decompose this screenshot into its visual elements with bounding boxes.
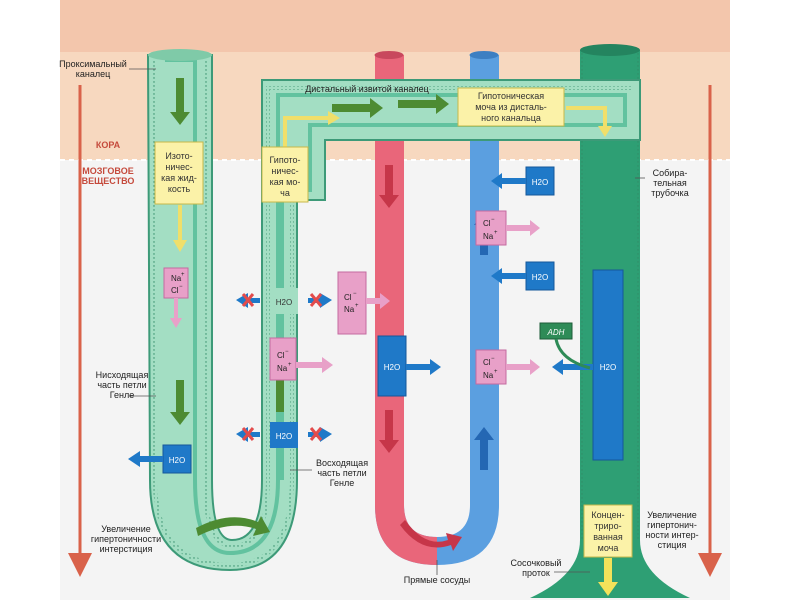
- increase-right-line-4: стиция: [658, 540, 687, 550]
- blood-flow-arrows: [379, 165, 462, 551]
- nacl-a-cl: Cl: [277, 351, 285, 360]
- increase-left-line-3: интерстиция: [100, 544, 153, 554]
- adh-label: ADH: [547, 328, 565, 337]
- papillary-line-2: проток: [522, 568, 550, 578]
- hypotonic-distal-line-2: моча из дисталь-: [475, 102, 547, 112]
- isotonic-line-4: кость: [168, 184, 191, 194]
- isotonic-line-2: ничес-: [165, 162, 192, 172]
- flow-arrow-distal-2: [398, 94, 449, 114]
- flow-arrow-loop: [196, 516, 270, 536]
- hypotonic-urine-line-1: Гипото-: [269, 155, 300, 165]
- water-a2-label: H2O: [276, 432, 292, 441]
- nacl-vl-na-plus: +: [494, 369, 498, 375]
- urine-out-arrow: [598, 558, 618, 596]
- water-collecting: H2O: [552, 269, 624, 461]
- nacl-vl-cl: Cl: [483, 358, 491, 367]
- cortex-label: КОРА: [96, 140, 121, 150]
- descending-line-1: Нисходящая: [96, 370, 149, 380]
- increase-left-line-2: гипертоничности: [91, 534, 161, 544]
- nacl-i-cl-minus: −: [353, 291, 357, 297]
- nacl-i-na-plus: +: [355, 303, 359, 309]
- hypotonic-distal-box: Гипотоническая моча из дисталь- ного кан…: [457, 87, 565, 127]
- nacl-descending: Na + Cl −: [163, 267, 189, 328]
- water-a1-label: H2O: [276, 298, 292, 307]
- increase-left-line-1: Увеличение: [101, 524, 151, 534]
- nacl-vl-na: Na: [483, 371, 494, 380]
- increase-right-line-3: ности интер-: [645, 530, 698, 540]
- descending-line-3: Генле: [110, 390, 135, 400]
- medulla-line-2: ВЕЩЕСТВО: [82, 176, 135, 186]
- descending-line-2: часть петли: [97, 380, 146, 390]
- nacl-vein-lower: Cl − Na +: [475, 349, 540, 385]
- water-vein-1: H2O: [491, 166, 555, 196]
- water-ascending-2: H2O: [236, 422, 332, 448]
- nacl-d-na: Na: [171, 274, 182, 283]
- nacl-vl-cl-minus: −: [491, 356, 495, 362]
- ascending-line-2: часть петли: [317, 468, 366, 478]
- concentrated-line-4: моча: [598, 543, 619, 553]
- hypotonic-distal-line-3: ного канальца: [481, 113, 541, 123]
- nacl-vu-cl: Cl: [483, 219, 491, 228]
- nacl-vu-na: Na: [483, 232, 494, 241]
- adh-badge: ADH: [539, 322, 591, 370]
- hypotonic-distal-line-1: Гипотоническая: [478, 91, 544, 101]
- concentrated-line-1: Концен-: [591, 510, 624, 520]
- flow-arrow-proximal: [170, 78, 190, 125]
- collecting-line-1: Собира-: [653, 168, 688, 178]
- vasa-recta-label: Прямые сосуды: [404, 575, 470, 585]
- water-artery: H2O: [377, 335, 441, 397]
- nacl-vu-na-plus: +: [494, 230, 498, 236]
- nacl-vu-cl-minus: −: [491, 217, 495, 223]
- distal-label: Дистальный извитой каналец: [305, 84, 429, 94]
- flow-arrow-distal-1: [332, 98, 383, 118]
- flow-arrow-descending: [170, 380, 190, 425]
- papillary-line-1: Сосочковый: [511, 558, 562, 568]
- nacl-a-na: Na: [277, 364, 288, 373]
- hypotonic-urine-box: Гипото- ничес- кая мо- ча: [261, 146, 309, 203]
- nacl-ascending: Cl − Na +: [269, 337, 333, 381]
- nacl-i-cl: Cl: [344, 293, 352, 302]
- concentrated-urine-box: Концен- триро- ванная моча: [583, 504, 633, 558]
- water-cd-label: H2O: [600, 363, 616, 372]
- nacl-i-na: Na: [344, 305, 355, 314]
- label-leaders: [129, 68, 645, 575]
- water-v2-label: H2O: [532, 273, 548, 282]
- collecting-line-3: трубочка: [651, 188, 688, 198]
- water-art-label: H2O: [384, 363, 400, 372]
- cortex-top-band: [60, 0, 730, 52]
- isotonic-line-1: Изото-: [165, 151, 192, 161]
- water-ascending-1: H2O: [236, 288, 332, 314]
- proximal-line-2: каналец: [76, 69, 111, 79]
- proximal-line-1: Проксимальный: [59, 59, 127, 69]
- isotonic-fluid-box: Изото- ничес- кая жид- кость: [154, 141, 204, 205]
- water-vein-2: H2O: [491, 261, 555, 291]
- water-d-label: H2O: [169, 456, 185, 465]
- ascending-line-1: Восходящая: [316, 458, 368, 468]
- nacl-vein-upper: Cl − Na +: [475, 210, 540, 246]
- ascending-line-3: Генле: [330, 478, 355, 488]
- nacl-interstitium: Cl − Na +: [337, 271, 390, 335]
- hypotonic-urine-line-2: ничес-: [271, 166, 298, 176]
- concentrated-line-2: триро-: [594, 521, 621, 531]
- concentrated-line-3: ванная: [593, 532, 623, 542]
- nacl-a-na-plus: +: [288, 362, 292, 368]
- water-descending: H2O: [128, 444, 192, 474]
- water-v1-label: H2O: [532, 178, 548, 187]
- hypotonic-urine-line-3: кая мо-: [270, 177, 301, 187]
- medulla-line-1: МОЗГОВОЕ: [82, 166, 133, 176]
- nacl-a-cl-minus: −: [285, 349, 289, 355]
- hypotonic-urine-line-4: ча: [280, 188, 290, 198]
- isotonic-line-3: кая жид-: [161, 173, 197, 183]
- nacl-d-na-plus: +: [181, 272, 185, 278]
- fluid-path-arrows: [178, 106, 607, 242]
- increase-right-line-2: гипертонич-: [647, 520, 697, 530]
- nacl-d-cl-minus: −: [179, 284, 183, 290]
- nacl-d-cl: Cl: [171, 286, 179, 295]
- collecting-line-2: тельная: [653, 178, 687, 188]
- increase-right-line-1: Увеличение: [647, 510, 697, 520]
